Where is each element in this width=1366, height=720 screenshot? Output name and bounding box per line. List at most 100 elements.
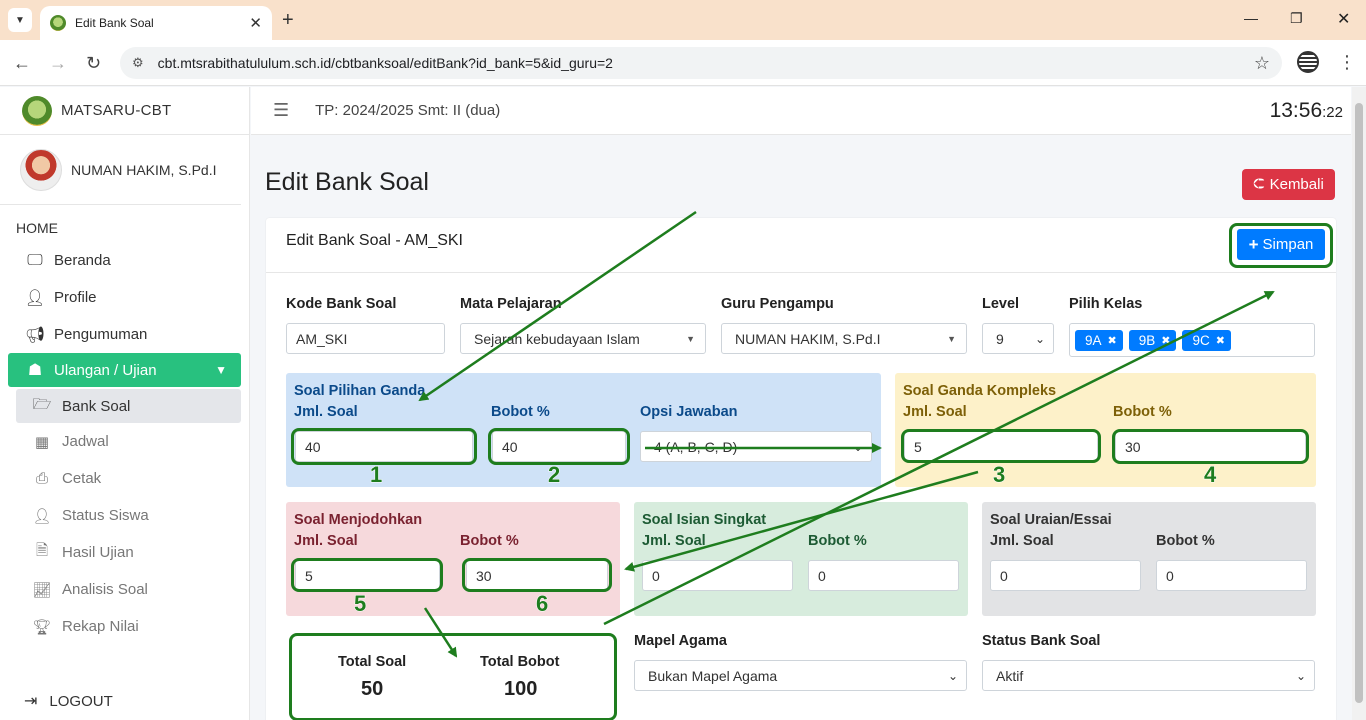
browser-tab[interactable]: Edit Bank Soal ✕ <box>40 6 272 40</box>
forward-arrow-icon[interactable]: → <box>49 53 67 73</box>
chip-label: 9A <box>1085 332 1102 348</box>
agama-select[interactable]: Bukan Mapel Agama ⌄ <box>634 660 967 691</box>
hamburger-menu-icon[interactable]: ☰ <box>273 100 290 120</box>
browser-tabbar: ▼ Edit Bank Soal ✕ + — ❐ ✕ <box>0 0 1366 40</box>
essai-bobot-input[interactable]: 0 <box>1156 560 1307 591</box>
sidebar-sub-bank-soal[interactable]: 🗁 Bank Soal <box>16 389 241 423</box>
tab-search-button[interactable]: ▼ <box>8 8 32 32</box>
minimize-icon[interactable]: — <box>1244 10 1258 26</box>
annotation-number: 4 <box>1203 462 1217 488</box>
pg-jml-input[interactable]: 40 <box>295 431 473 462</box>
user-clock-icon: 👤︎ <box>32 507 52 525</box>
pg-bobot-input[interactable]: 40 <box>492 431 626 462</box>
highlight-jodoh-jml <box>291 558 443 592</box>
sidebar-item-ulangan-ujian[interactable]: ☗ Ulangan / Ujian ▼ <box>8 353 241 387</box>
sidebar-sub-jadwal[interactable]: ▦ Jadwal <box>0 423 249 460</box>
bookmark-star-icon[interactable]: ☆ <box>1253 53 1270 73</box>
total-bobot-label: Total Bobot <box>480 654 560 670</box>
browser-profile-icon[interactable] <box>1297 51 1319 73</box>
pg-opsi-select[interactable]: 4 (A, B, C, D) ⌄ <box>640 431 872 462</box>
logout-link[interactable]: ⇥ LOGOUT <box>24 691 113 711</box>
chip-remove-icon[interactable]: ✖ <box>1215 334 1225 347</box>
pg-bobot-label: Bobot % <box>491 404 550 420</box>
isian-title: Soal Isian Singkat <box>642 512 767 528</box>
academic-year-text: TP: 2024/2025 Smt: II (dua) <box>315 102 501 119</box>
sidebar-item-label: Bank Soal <box>62 397 131 415</box>
back-button[interactable]: ⮈ Kembali <box>1242 169 1335 200</box>
status-select[interactable]: Aktif ⌄ <box>982 660 1315 691</box>
chip-remove-icon[interactable]: ✖ <box>1107 334 1117 347</box>
highlight-jodoh-bobot <box>462 558 612 592</box>
browser-menu-icon[interactable]: ⋮ <box>1338 52 1356 72</box>
chip-label: 9C <box>1192 332 1210 348</box>
status-value: Aktif <box>996 667 1024 684</box>
user-panel[interactable]: NUMAN HAKIM, S.Pd.I <box>0 135 241 205</box>
essai-title: Soal Uraian/Essai <box>990 512 1112 528</box>
jodoh-jml-input[interactable]: 5 <box>295 560 440 591</box>
guru-value: NUMAN HAKIM, S.Pd.I <box>735 330 881 347</box>
jodoh-bobot-label: Bobot % <box>460 533 519 549</box>
arrow-circle-left-icon: ⮈ <box>1253 176 1265 193</box>
page-scrollbar[interactable] <box>1352 87 1366 720</box>
sidebar-item-pengumuman[interactable]: 📢︎ Pengumuman <box>0 316 249 353</box>
essai-jml-label: Jml. Soal <box>990 533 1054 549</box>
sidebar-item-beranda[interactable]: 🖵 Beranda <box>0 242 249 279</box>
sidebar-item-label: Status Siswa <box>62 507 149 524</box>
jodoh-jml-label: Jml. Soal <box>294 533 358 549</box>
annotation-number: 5 <box>353 591 367 617</box>
level-select[interactable]: 9 ⌄ <box>982 323 1054 354</box>
kelas-chip[interactable]: 9C ✖ <box>1182 329 1231 351</box>
brand[interactable]: MATSARU-CBT <box>0 87 249 135</box>
essai-jml-input[interactable]: 0 <box>990 560 1141 591</box>
pg-opsi-value: 4 (A, B, C, D) <box>654 438 738 455</box>
isian-bobot-input[interactable]: 0 <box>808 560 959 591</box>
kompleks-jml-label: Jml. Soal <box>903 404 967 420</box>
sidebar-sub-rekap-nilai[interactable]: 🏆︎ Rekap Nilai <box>0 608 249 645</box>
sidebar-item-label: Ulangan / Ujian <box>54 361 157 379</box>
window-close-icon[interactable]: ✕ <box>1337 11 1351 28</box>
sidebar-item-label: Cetak <box>62 470 102 487</box>
kelas-chip[interactable]: 9A ✖ <box>1075 329 1123 351</box>
card-header: Edit Bank Soal - AM_SKI + Simpan <box>266 218 1336 273</box>
folder-open-icon: 🗁 <box>32 395 52 413</box>
tab-close-icon[interactable]: ✕ <box>249 15 262 32</box>
sidebar: MATSARU-CBT NUMAN HAKIM, S.Pd.I HOME 🖵 B… <box>0 87 250 720</box>
sidebar-item-label: Profile <box>54 289 97 306</box>
user-icon: 👤︎ <box>24 289 46 307</box>
kelas-multiselect[interactable]: 9A✖ 9B✖ 9C✖ <box>1069 323 1315 357</box>
chevron-down-icon: ⌄ <box>947 668 958 683</box>
caret-down-icon: ▼ <box>686 333 695 344</box>
sidebar-sub-analisis-soal[interactable]: 📈︎ Analisis Soal <box>0 571 249 608</box>
teacher-icon: ☗ <box>27 362 43 379</box>
isian-jml-input[interactable]: 0 <box>642 560 793 591</box>
new-tab-icon[interactable]: + <box>282 9 294 31</box>
kompleks-jml-input[interactable]: 5 <box>904 431 1098 462</box>
chevron-down-icon: ▼ <box>215 363 227 377</box>
sidebar-item-profile[interactable]: 👤︎ Profile <box>0 279 249 316</box>
totals-box: Total Soal 50 Total Bobot 100 <box>290 634 616 720</box>
level-label: Level <box>982 296 1020 312</box>
reload-icon[interactable]: ↻ <box>86 53 102 73</box>
annotation-number: 2 <box>547 462 561 488</box>
monitor-icon: 🖵 <box>27 251 43 269</box>
site-info-icon[interactable]: ⚙ <box>132 55 144 70</box>
annotation-number: 1 <box>369 462 383 488</box>
save-button[interactable]: + Simpan <box>1237 229 1325 260</box>
level-value: 9 <box>996 330 1004 347</box>
sidebar-sub-cetak[interactable]: ⎙ Cetak <box>0 460 249 497</box>
top-navbar: ☰ TP: 2024/2025 Smt: II (dua) 13:56:22 <box>251 87 1351 135</box>
sidebar-sub-status-siswa[interactable]: 👤︎ Status Siswa <box>0 497 249 534</box>
scroll-thumb[interactable] <box>1355 103 1363 703</box>
guru-select[interactable]: NUMAN HAKIM, S.Pd.I ▼ <box>721 323 967 354</box>
trophy-icon: 🏆︎ <box>32 618 52 636</box>
address-bar[interactable]: ⚙ cbt.mtsrabithatululum.sch.id/cbtbankso… <box>120 47 1282 79</box>
back-arrow-icon[interactable]: ← <box>13 53 31 73</box>
chip-remove-icon[interactable]: ✖ <box>1161 334 1171 347</box>
isian-jml-label: Jml. Soal <box>642 533 706 549</box>
restore-icon[interactable]: ❐ <box>1290 10 1303 26</box>
plus-icon: + <box>1248 234 1259 254</box>
kode-input[interactable]: AM_SKI <box>286 323 445 354</box>
logout-label: LOGOUT <box>49 692 113 710</box>
chevron-down-icon: ⌄ <box>1034 331 1045 346</box>
sidebar-sub-hasil-ujian[interactable]: 🗎 Hasil Ujian <box>0 534 249 571</box>
